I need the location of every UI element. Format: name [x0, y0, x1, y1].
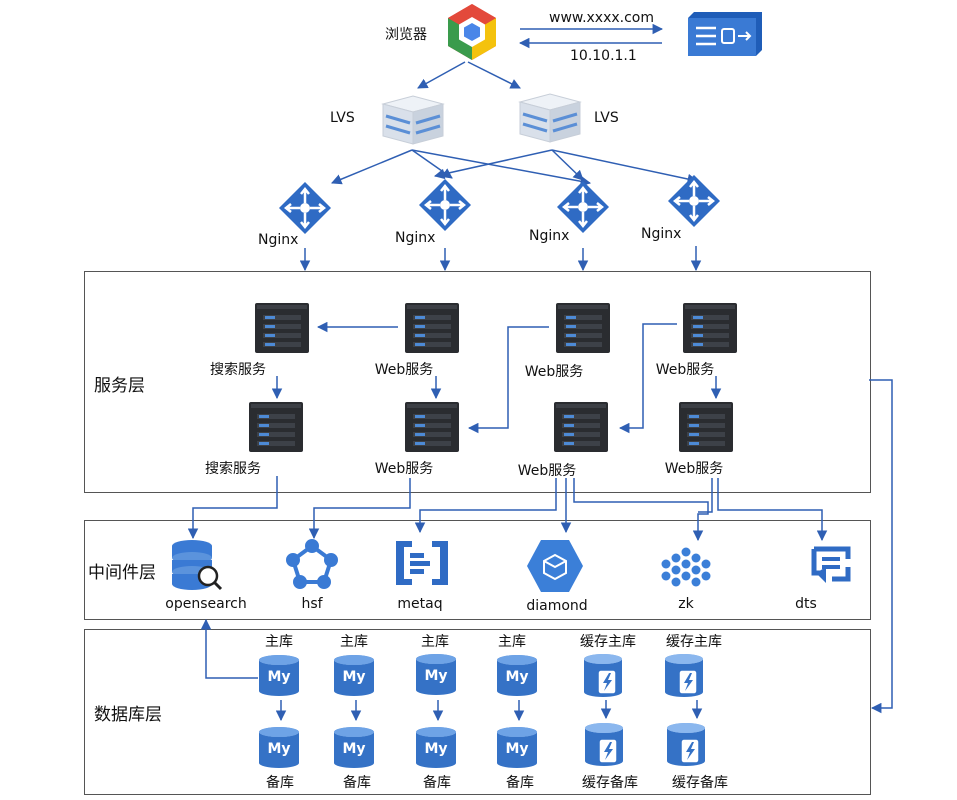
ip-label: 10.10.1.1	[570, 48, 637, 64]
mysql-logo-text: My	[505, 669, 528, 685]
hsf-label: hsf	[301, 596, 323, 612]
service-middleware-arrows	[187, 476, 828, 542]
cache-master-label-1: 缓存主库	[580, 634, 636, 650]
web-service-label-bottom-2: Web服务	[517, 463, 577, 479]
web-server-icon-bottom-2	[554, 402, 608, 452]
slave-db-label-1: 备库	[266, 775, 294, 791]
service-arrows	[271, 321, 893, 714]
web-server-icon-top-1	[405, 303, 459, 353]
cache-master-label-2: 缓存主库	[666, 634, 722, 650]
lvs-nginx-arrows	[331, 149, 699, 187]
cache-slave-icon-1	[584, 722, 624, 767]
service-layer-title: 服务层	[94, 376, 145, 396]
nginx-icon-4	[666, 173, 722, 229]
nginx-icon-1	[277, 180, 333, 236]
nginx-label-1: Nginx	[258, 232, 299, 248]
web-server-icon-bottom-3	[679, 402, 733, 452]
metaq-label: metaq	[397, 596, 443, 612]
arrow-browser-lvs1	[417, 61, 466, 89]
diamond-label: diamond	[526, 598, 588, 614]
database-layer-title: 数据库层	[94, 705, 162, 725]
nginx-label-3: Nginx	[529, 228, 570, 244]
lvs-label-2: LVS	[594, 110, 619, 126]
mysql-logo-text: My	[342, 669, 365, 685]
database-layer-box	[84, 629, 871, 795]
mysql-logo-text: My	[424, 741, 447, 757]
lvs-server-icon-1	[381, 94, 445, 146]
slave-db-label-2: 备库	[343, 775, 371, 791]
cache-master-icon-1	[583, 653, 623, 698]
mysql-logo-text: My	[267, 741, 290, 757]
nginx-icon-2	[417, 177, 473, 233]
browser-icon	[448, 4, 496, 60]
search-service-label-top: 搜索服务	[210, 362, 266, 378]
web-server-icon-top-3	[683, 303, 737, 353]
url-label: www.xxxx.com	[549, 10, 655, 26]
nginx-icon-3	[555, 179, 611, 235]
slave-db-label-3: 备库	[423, 775, 451, 791]
arrow-db-to-opensearch	[200, 618, 258, 679]
zk-label: zk	[678, 596, 694, 612]
search-server-icon-top	[255, 303, 309, 353]
mysql-logo-text: My	[505, 741, 528, 757]
master-db-label-1: 主库	[265, 634, 293, 650]
web-server-icon	[688, 12, 762, 56]
browser-label: 浏览器	[385, 27, 427, 43]
search-server-icon-bottom	[249, 402, 303, 452]
web-service-label-bottom-3: Web服务	[664, 461, 724, 477]
web-service-label-top-3: Web服务	[655, 362, 715, 378]
hsf-icon	[286, 539, 338, 589]
lvs-label-1: LVS	[330, 110, 355, 126]
nginx-label-2: Nginx	[395, 230, 436, 246]
dts-label: dts	[795, 596, 817, 612]
arrow-browser-lvs2	[467, 61, 521, 89]
web-server-icon-top-2	[556, 303, 610, 353]
web-server-icon-bottom-1	[405, 402, 459, 452]
master-db-label-4: 主库	[498, 634, 526, 650]
dts-icon	[811, 546, 851, 583]
web-service-label-bottom-1: Web服务	[374, 461, 434, 477]
cache-slave-label-1: 缓存备库	[582, 775, 638, 791]
web-service-label-top-2: Web服务	[524, 364, 584, 380]
mysql-logo-text: My	[424, 668, 447, 684]
opensearch-icon	[172, 540, 223, 591]
cache-slave-label-2: 缓存备库	[672, 775, 728, 791]
lvs-server-icon-2	[518, 92, 582, 144]
web-service-label-top-1: Web服务	[374, 362, 434, 378]
slave-db-label-4: 备库	[506, 775, 534, 791]
metaq-icon	[396, 541, 448, 585]
master-db-label-3: 主库	[421, 634, 449, 650]
replication-arrows	[275, 700, 703, 722]
diamond-icon	[527, 540, 583, 592]
middleware-layer-title: 中间件层	[88, 563, 156, 583]
nginx-service-arrows	[299, 246, 702, 272]
mysql-logo-text: My	[342, 741, 365, 757]
master-db-label-2: 主库	[340, 634, 368, 650]
nginx-label-4: Nginx	[641, 226, 682, 242]
mysql-logo-text: My	[267, 669, 290, 685]
cache-slave-icon-2	[666, 722, 706, 767]
service-layer-box	[84, 271, 871, 493]
opensearch-label: opensearch	[165, 596, 247, 612]
search-service-label-bottom: 搜索服务	[205, 461, 261, 477]
zk-icon	[661, 547, 711, 587]
cache-master-icon-2	[664, 653, 704, 698]
